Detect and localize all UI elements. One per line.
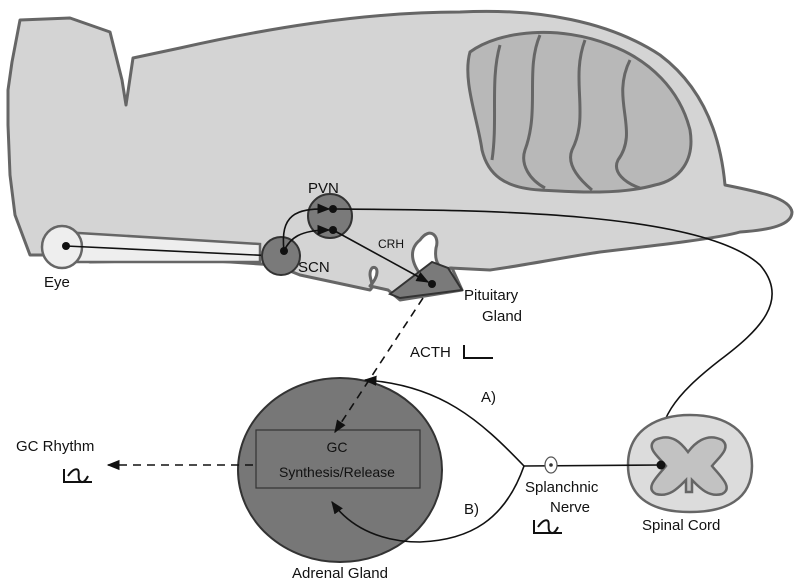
pituitary-dot <box>428 280 436 288</box>
cerebellum-fold <box>569 39 593 192</box>
cerebellum-fold <box>615 59 641 190</box>
adrenal-gland <box>237 377 443 563</box>
splanchnic-nerve-label: Splanchnic <box>525 479 599 496</box>
flat-line-icon <box>463 345 493 359</box>
pathway-b-arrow <box>331 465 525 543</box>
splanchnic-nerve-label: Nerve <box>550 499 590 516</box>
gc-label: Synthesis/Release <box>279 464 395 480</box>
cerebellum-fold <box>490 44 502 161</box>
pvn-spinal-pathway <box>332 208 773 463</box>
gc-rhythm-label: GC Rhythm <box>16 438 94 455</box>
retina-scn-arrow <box>65 245 278 261</box>
ganglion-dot <box>549 463 553 467</box>
spinal-cord-label: Spinal Cord <box>642 517 720 534</box>
path-b-label: B) <box>464 501 479 518</box>
cerebellum-fold <box>522 34 546 190</box>
sine-wave-icon <box>533 519 562 535</box>
pathway-a-arrow <box>363 375 525 467</box>
adrenal-gland-label: Adrenal Gland <box>292 565 388 582</box>
acth-arrow <box>334 297 424 434</box>
crh-label: CRH <box>378 237 404 251</box>
pituitary-label: Gland <box>482 308 522 325</box>
scn-pvn-arrow <box>282 203 331 252</box>
eye-and-optic-path <box>40 224 278 270</box>
scn-nucleus <box>261 236 301 276</box>
crh-arrow <box>332 229 430 283</box>
pituitary-label: Pituitary <box>464 287 519 304</box>
brain <box>6 9 794 302</box>
acth-label: ACTH <box>410 344 451 361</box>
path-a-label: A) <box>481 389 496 406</box>
scn-label: SCN <box>298 259 330 276</box>
scn-pvn-arrow <box>283 224 331 252</box>
pvn-label: PVN <box>308 180 339 197</box>
eye-label: Eye <box>44 274 70 291</box>
sine-wave-icon <box>63 468 92 484</box>
spinal-cord-grey-matter <box>650 436 728 497</box>
spinal-cord <box>626 413 754 514</box>
gc-label: GC <box>327 439 348 455</box>
